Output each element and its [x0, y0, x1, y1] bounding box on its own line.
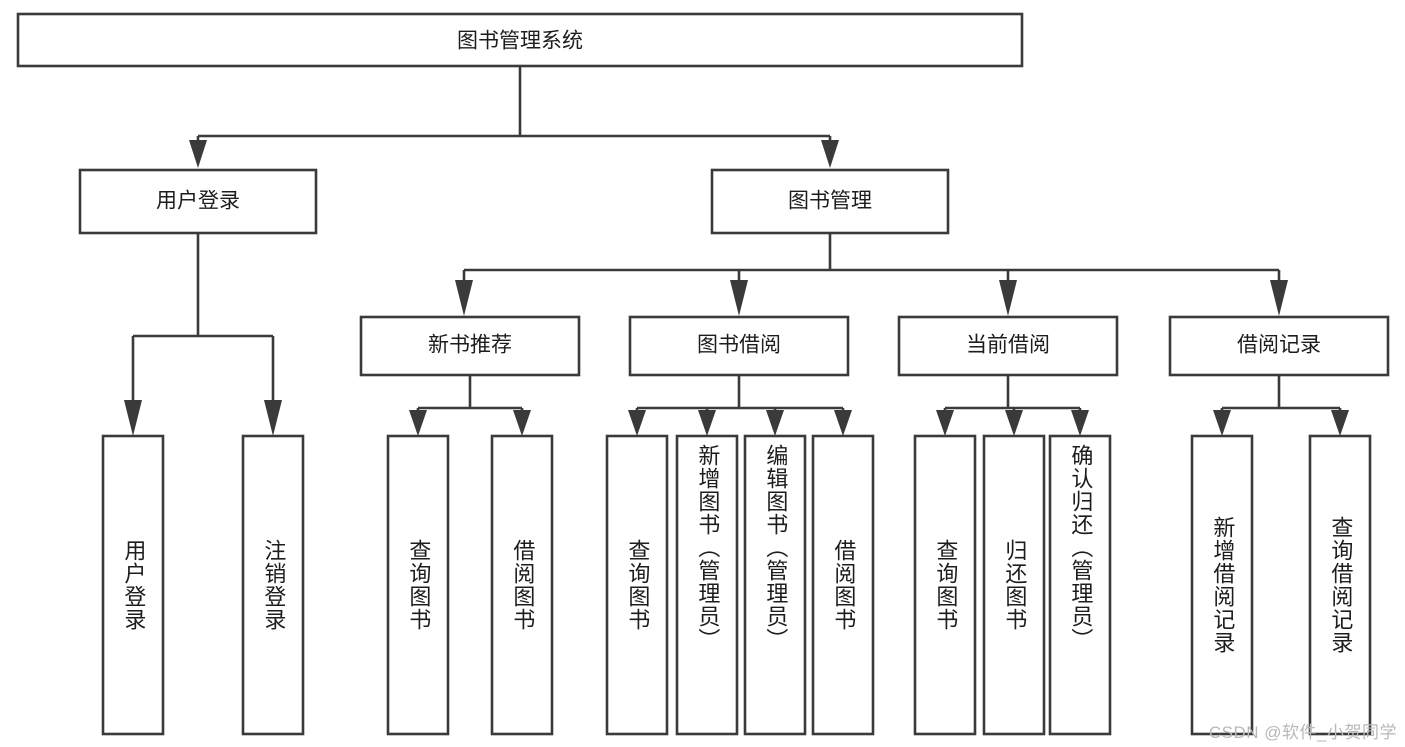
- node-box-current-borrow[interactable]: [897, 315, 1119, 377]
- leaf-box-cb-2[interactable]: [1048, 434, 1112, 736]
- node-label-current-borrow: 当前借阅: [966, 334, 1050, 357]
- arrow-head-bb-leaf-2: [698, 410, 716, 436]
- leaf-box-br-0[interactable]: [1190, 434, 1254, 736]
- leaf-boxes-book-borrow: [605, 434, 875, 736]
- arrow-head-cb-leaf-2: [1005, 410, 1023, 436]
- node-user-login[interactable]: 用户登录: [78, 168, 318, 235]
- leaf-box-bb-2[interactable]: [743, 434, 807, 736]
- node-box-new-book-recommend[interactable]: [359, 315, 581, 377]
- connector-group-book-borrow: [628, 375, 852, 436]
- node-box-borrow-records[interactable]: [1168, 315, 1390, 377]
- arrow-head-br-leaf-2: [1331, 410, 1349, 436]
- leaf-boxes-borrow-records: [1190, 434, 1372, 736]
- leaf-boxes-current-borrow: [913, 434, 1112, 736]
- node-box-book-borrow[interactable]: [628, 315, 850, 377]
- leaf-box-nbr-1[interactable]: [490, 434, 554, 736]
- connector-group-root: [189, 66, 839, 168]
- arrow-head-nbr-leaf-1: [409, 410, 427, 436]
- leaf-box-user-login-0[interactable]: [101, 434, 165, 736]
- connector-group-user-login: [124, 233, 282, 436]
- arrow-head-leaf-logout: [264, 400, 282, 436]
- node-box-book-management[interactable]: [710, 168, 950, 235]
- connector-group-current-borrow: [936, 375, 1089, 436]
- leaf-box-nbr-0[interactable]: [386, 434, 450, 736]
- node-box-user-login[interactable]: [78, 168, 318, 235]
- arrow-head-bb-leaf-3: [766, 410, 784, 436]
- leaf-boxes-new-book-recommend: [386, 434, 554, 736]
- node-book-management[interactable]: 图书管理: [710, 168, 950, 235]
- node-label-book-management: 图书管理: [788, 190, 872, 213]
- arrow-head-user-login: [189, 140, 207, 168]
- node-current-borrow[interactable]: 当前借阅: [897, 315, 1119, 377]
- leaf-box-bb-1[interactable]: [675, 434, 739, 736]
- node-book-borrow[interactable]: 图书借阅: [628, 315, 850, 377]
- node-box-root[interactable]: [16, 12, 1024, 68]
- arrow-head-cb-leaf-1: [936, 410, 954, 436]
- arrow-head-br-leaf-1: [1213, 410, 1231, 436]
- leaf-box-bb-3[interactable]: [811, 434, 875, 736]
- node-root[interactable]: 图书管理系统: [16, 12, 1024, 68]
- arrow-head-new-book-recommend: [455, 280, 473, 316]
- node-label-book-borrow: 图书借阅: [697, 334, 781, 357]
- arrow-head-nbr-leaf-2: [513, 410, 531, 436]
- connector-group-borrow-records: [1213, 375, 1349, 436]
- connector-group-new-book-recommend: [409, 375, 531, 436]
- node-new-book-recommend[interactable]: 新书推荐: [359, 315, 581, 377]
- node-label-root: 图书管理系统: [457, 30, 583, 53]
- leaf-boxes-user-login: [101, 434, 305, 736]
- arrow-head-bb-leaf-1: [628, 410, 646, 436]
- node-label-user-login: 用户登录: [156, 190, 240, 213]
- leaf-box-cb-0[interactable]: [913, 434, 977, 736]
- arrow-head-borrow-records: [1270, 280, 1288, 316]
- node-borrow-records[interactable]: 借阅记录: [1168, 315, 1390, 377]
- leaf-box-cb-1[interactable]: [982, 434, 1046, 736]
- arrow-head-book-borrow: [730, 280, 748, 316]
- arrow-head-leaf-user-login: [124, 400, 142, 436]
- arrow-head-current-borrow: [999, 280, 1017, 316]
- arrow-head-bb-leaf-4: [834, 410, 852, 436]
- csdn-watermark: CSDN @软件_小贺同学: [1208, 723, 1397, 742]
- node-label-borrow-records: 借阅记录: [1237, 334, 1321, 357]
- leaf-box-user-login-1[interactable]: [241, 434, 305, 736]
- connector-group-book-mgmt: [455, 233, 1288, 316]
- arrow-head-book-mgmt: [821, 140, 839, 168]
- leaf-box-br-1[interactable]: [1308, 434, 1372, 736]
- node-label-new-book-recommend: 新书推荐: [428, 334, 512, 357]
- leaf-box-bb-0[interactable]: [605, 434, 669, 736]
- arrow-head-cb-leaf-3: [1071, 410, 1089, 436]
